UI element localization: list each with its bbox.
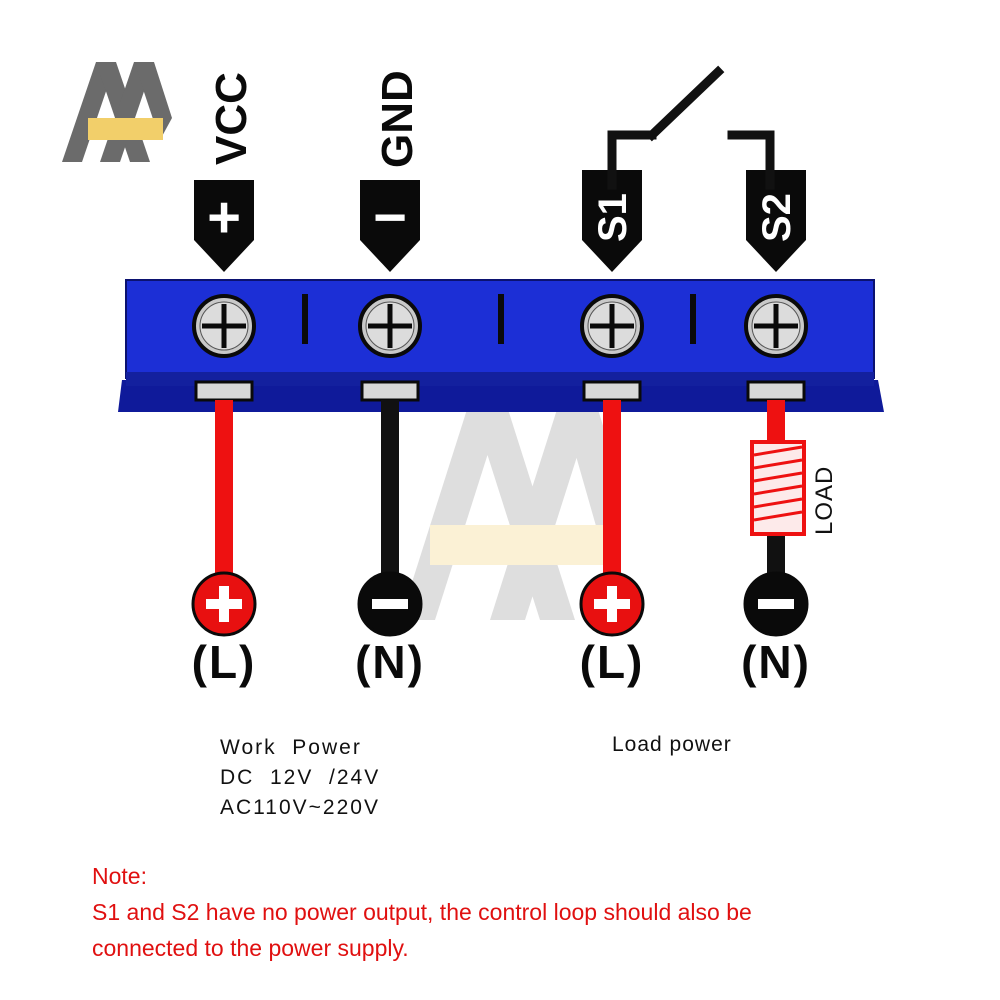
bottom-label-load-l: (L) [580,636,645,688]
note-block: Note: S1 and S2 have no power output, th… [92,858,752,966]
switch-symbol [607,65,775,190]
terminal-screw-vcc [192,294,256,358]
terminal-tab-gnd: − GND [360,70,422,272]
terminal-screw-s1 [580,294,644,358]
bottom-label-work-n: (N) [355,636,425,688]
terminal-screw-gnd [358,294,422,358]
bottom-label-load-n: (N) [741,636,811,688]
note-title: Note: [92,863,147,889]
load-label: LOAD [811,466,838,535]
terminal-label-s1: S1 [591,193,635,242]
terminal-sign-gnd: − [373,185,407,250]
watermark-logo [400,400,620,620]
note-line-1: S1 and S2 have no power output, the cont… [92,899,752,925]
wire-work-l [215,400,233,580]
wire-slot-s1 [582,380,642,402]
bottom-terminal-load-l: +(L) [579,571,645,688]
brand-logo [62,62,172,162]
terminal-tab-vcc: + VCC [194,72,256,272]
wire-work-n [381,400,399,580]
terminal-tab-s2: S2 [746,170,806,272]
terminal-screw-s2 [744,294,808,358]
terminal-label-s2: S2 [755,193,799,242]
wire-load-l [603,400,621,580]
bottom-terminal-work-n: −(N) [355,571,425,688]
work-power-line-3: AC110V~220V [220,796,380,819]
wire-slot-gnd [360,380,420,402]
terminal-label-vcc: VCC [207,72,256,165]
wire-slot-s2 [746,380,806,402]
work-power-line-2: DC 12V /24V [220,766,381,789]
terminal-tab-s1: S1 [582,170,642,272]
load-power-label: Load power [612,733,732,756]
load-power-caption: Load power [612,730,732,760]
wire-slot-vcc [194,380,254,402]
note-line-2: connected to the power supply. [92,935,409,961]
wire-load-n [767,534,785,580]
bottom-label-work-l: (L) [192,636,257,688]
wire-load-top [767,400,785,442]
terminal-label-gnd: GND [373,70,422,168]
load-resistor: LOAD [750,440,838,536]
bottom-terminal-load-n: −(N) [741,571,811,688]
bottom-terminal-work-l: +(L) [191,571,257,688]
work-power-caption: Work Power DC 12V /24V AC110V~220V [220,733,380,823]
terminal-sign-vcc: + [207,185,241,250]
work-power-line-1: Work Power [220,736,362,759]
